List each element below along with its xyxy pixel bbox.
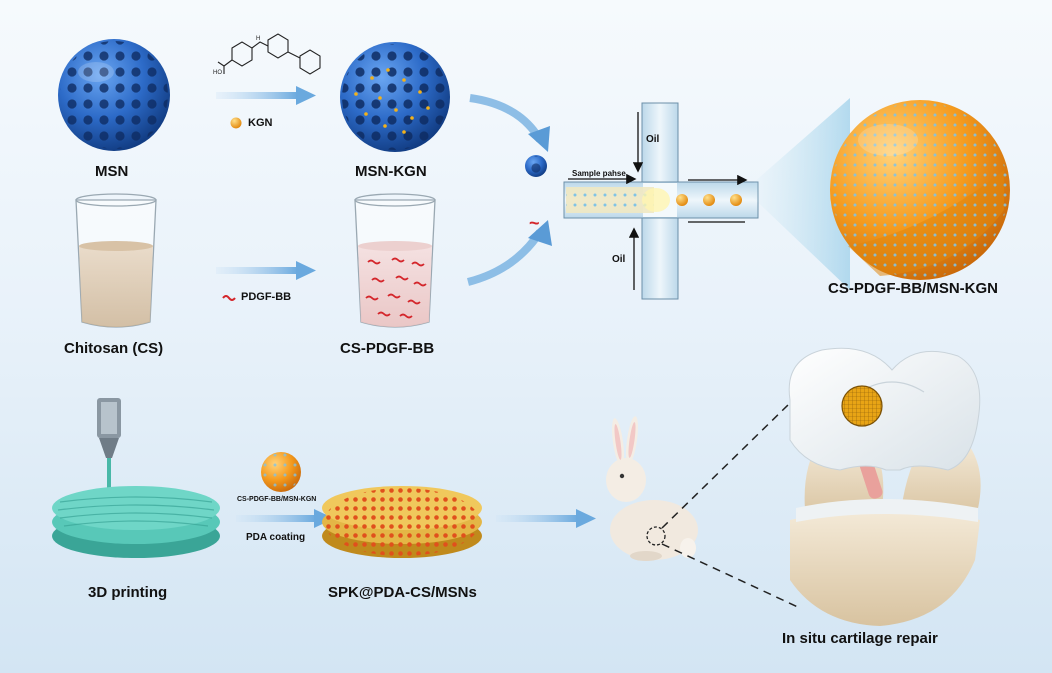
coated-scaffold-icon bbox=[322, 486, 482, 558]
kgn-molecule-structure bbox=[217, 33, 321, 75]
label-oil-top: Oil bbox=[646, 134, 660, 145]
kgn-bead-icon bbox=[230, 117, 242, 129]
curved-arrow-top bbox=[469, 94, 550, 152]
label-msn: MSN bbox=[95, 163, 129, 180]
label-3d-printing: 3D printing bbox=[88, 584, 168, 601]
arrow-scaffold-to-rabbit bbox=[496, 509, 596, 528]
small-msn-kgn-icon bbox=[525, 155, 547, 177]
knee-joint-icon bbox=[788, 347, 981, 626]
label-pda-coating: PDA coating bbox=[246, 532, 306, 543]
curved-arrow-bottom bbox=[466, 220, 552, 286]
pdgf-legend-icon bbox=[222, 295, 236, 301]
label-cs-pdgf: CS-PDGF-BB bbox=[340, 340, 435, 357]
beaker-cs-pdgf-icon bbox=[354, 193, 436, 328]
label-sample-phase: Sample pahse bbox=[572, 169, 626, 178]
microfluidic-chip bbox=[563, 102, 759, 300]
label-microsphere: CS-PDGF-BB/MSN-KGN bbox=[828, 280, 998, 297]
arrow-print-to-scaffold bbox=[236, 509, 334, 528]
label-kgn-legend: KGN bbox=[248, 117, 273, 129]
label-chitosan: Chitosan (CS) bbox=[64, 340, 164, 357]
molecule-nh-label: H bbox=[256, 36, 260, 42]
arrow-msn-to-msnkgn bbox=[216, 86, 316, 105]
zoom-line-bottom bbox=[661, 543, 801, 609]
printed-scaffold-icon bbox=[52, 486, 220, 558]
msn-kgn-sphere-icon bbox=[340, 42, 450, 152]
pdgf-tilde-symbol: ~ bbox=[529, 213, 540, 233]
rabbit-icon bbox=[606, 416, 698, 561]
label-microsphere-small: CS-PDGF-BB/MSN-KGN bbox=[237, 496, 317, 503]
msn-sphere-icon bbox=[58, 39, 170, 151]
molecule-ho-label: HO bbox=[213, 70, 222, 76]
small-orange-microsphere-icon bbox=[261, 452, 301, 492]
zoom-cone bbox=[745, 98, 850, 290]
label-oil-bottom: Oil bbox=[612, 254, 626, 265]
microsphere-large-icon bbox=[830, 100, 1010, 280]
label-cartilage-repair: In situ cartilage repair bbox=[782, 630, 938, 647]
arrow-cs-to-cspdgf bbox=[216, 261, 316, 280]
label-pdgf-legend: PDGF-BB bbox=[241, 291, 292, 303]
label-msn-kgn: MSN-KGN bbox=[355, 163, 427, 180]
label-scaffold: SPK@PDA-CS/MSNs bbox=[328, 584, 477, 601]
droplet-beads bbox=[676, 194, 742, 206]
beaker-chitosan-icon bbox=[75, 193, 157, 328]
